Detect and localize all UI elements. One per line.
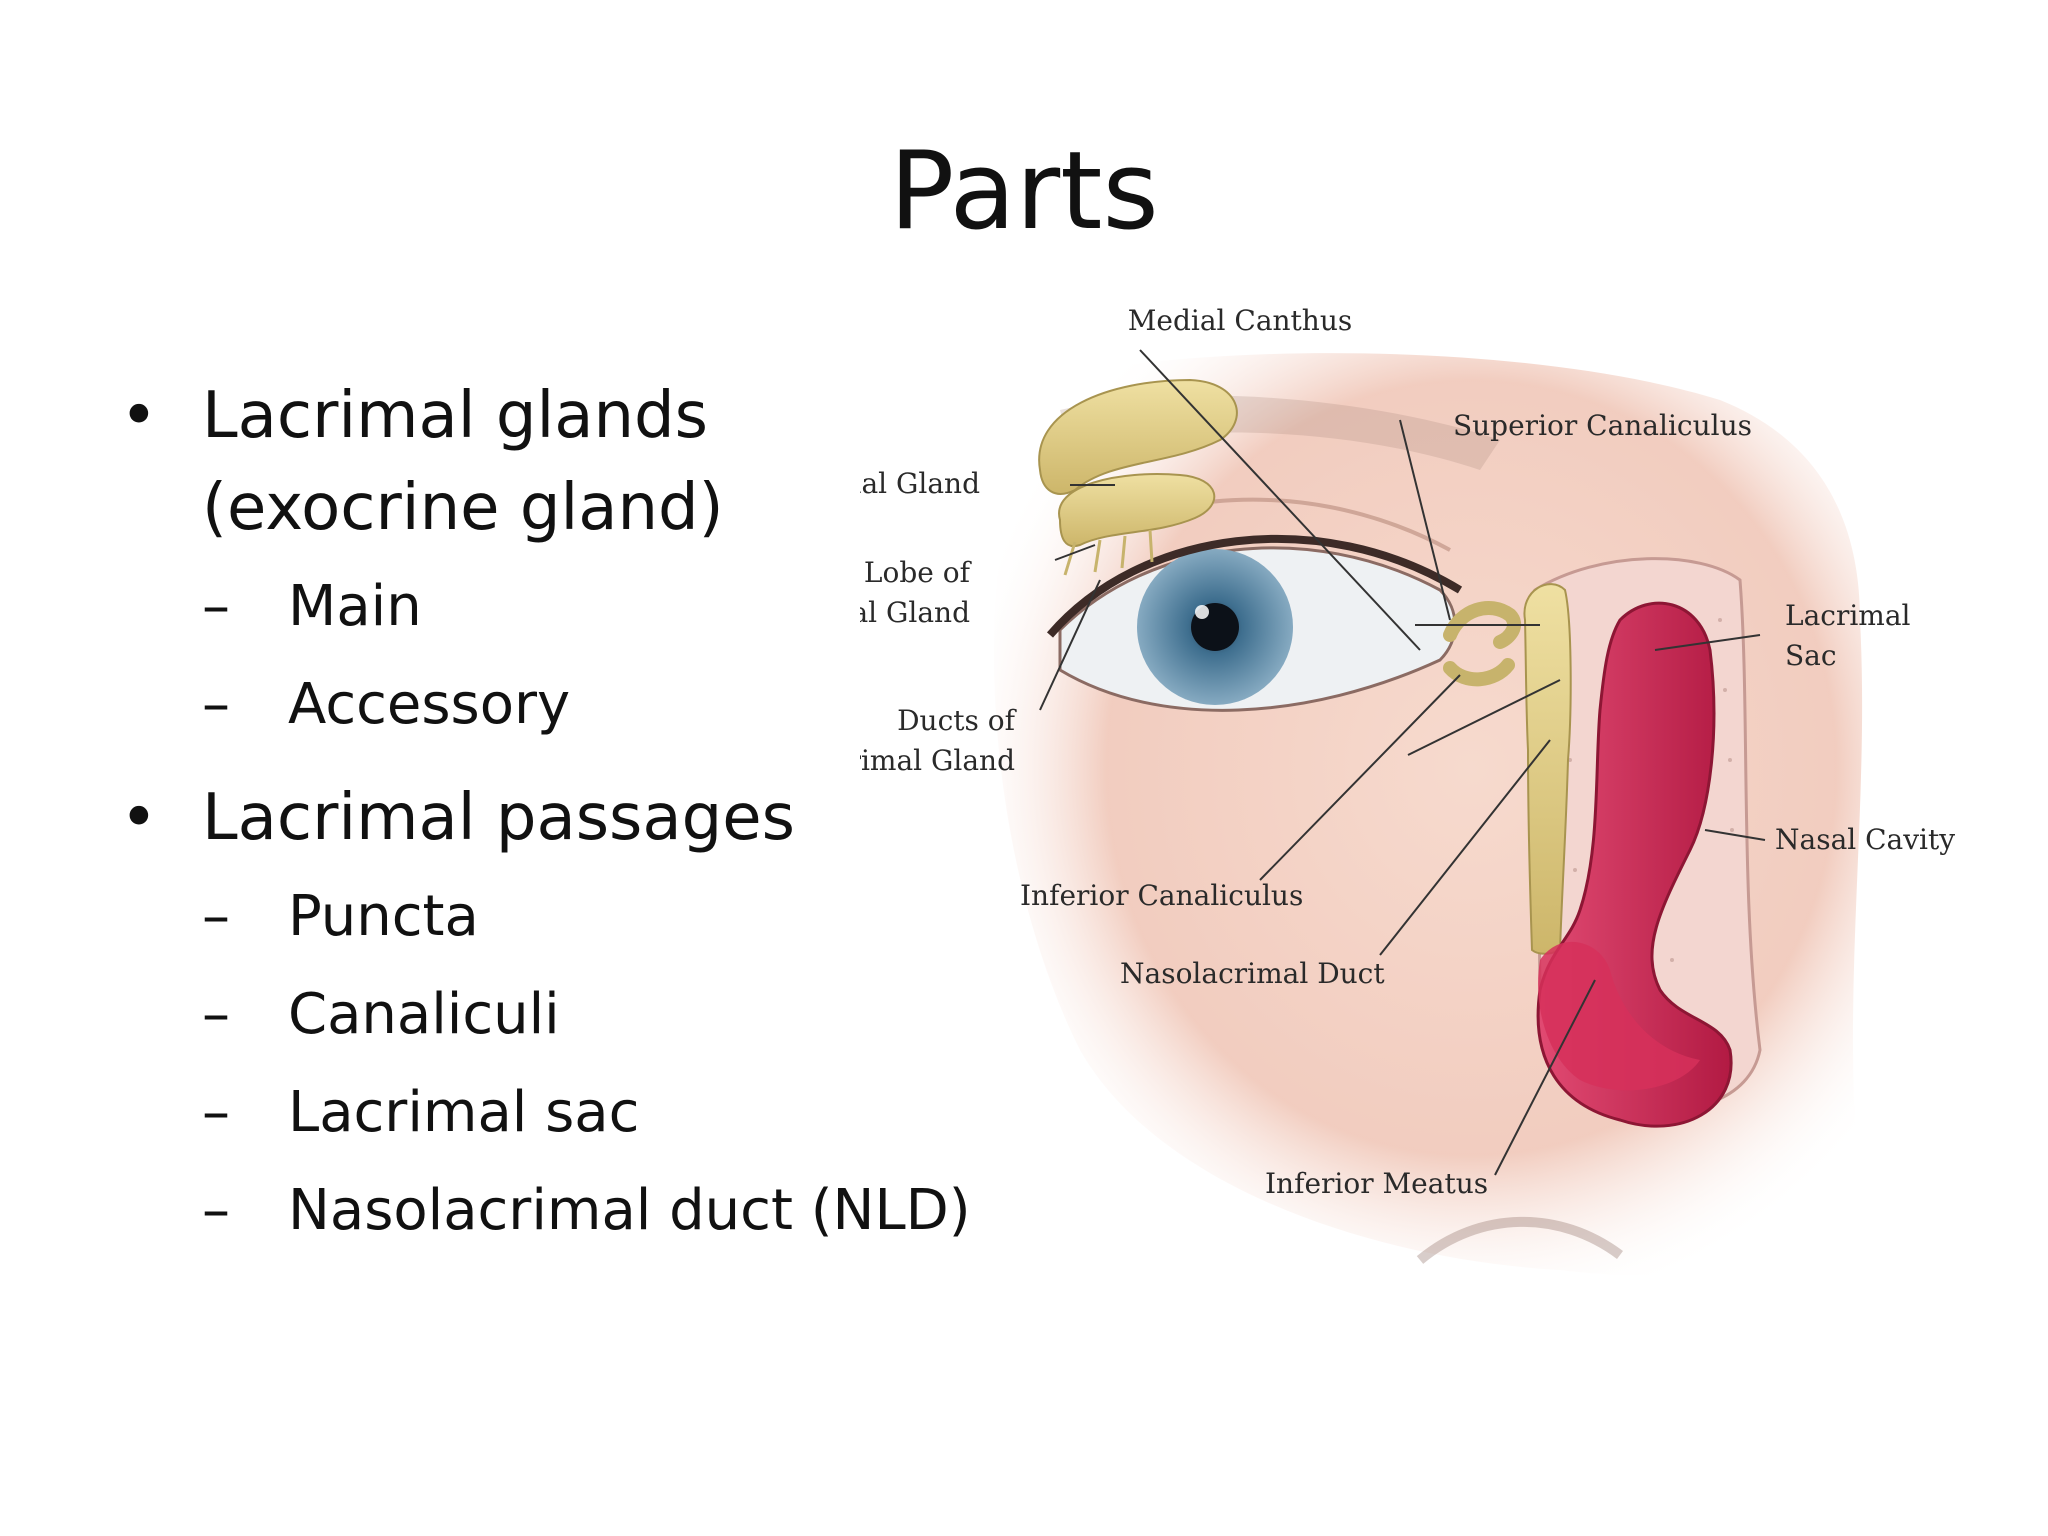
label-lacrimal-sac-line1: Lacrimal (1785, 599, 1911, 632)
bullet-text-continued: (exocrine gland) (202, 471, 724, 545)
sub-item-text: Canaliculi (288, 982, 560, 1047)
slide-title: Parts (889, 129, 1159, 254)
dash-marker: – (202, 574, 230, 639)
dash-marker: – (202, 1080, 230, 1145)
bullet-lacrimal-glands: • Lacrimal glands (exocrine gland) – Mai… (120, 370, 1020, 754)
sub-item-puncta: – Puncta (202, 868, 1020, 966)
sub-item-text: Nasolacrimal duct (NLD) (288, 1178, 971, 1243)
bullet-text: Lacrimal glands (202, 379, 708, 453)
sub-item-nasolacrimal-duct: – Nasolacrimal duct (NLD) (202, 1162, 1020, 1260)
sub-item-canaliculi: – Canaliculi (202, 966, 1020, 1064)
label-ducts-line1: Ducts of (897, 704, 1018, 737)
nostril-shadow (1416, 1216, 1623, 1264)
sub-item-text: Accessory (288, 672, 571, 737)
bullet-list: • Lacrimal glands (exocrine gland) – Mai… (120, 370, 1020, 1278)
sub-item-lacrimal-sac: – Lacrimal sac (202, 1064, 1020, 1162)
label-ducts-line2: Lacrimal Gland (860, 744, 1015, 777)
bullet-text: Lacrimal passages (202, 781, 795, 855)
label-medial-canthus: Medial Canthus (1128, 304, 1353, 337)
sub-item-text: Lacrimal sac (288, 1080, 640, 1145)
bullet-marker: • (120, 781, 158, 855)
label-palpebral-lobe-line2: Lacrimal Gland (860, 596, 970, 629)
lacrimal-gland-palpebral-lobe (1058, 473, 1216, 548)
label-inferior-meatus: Inferior Meatus (1265, 1167, 1488, 1200)
sub-item-text: Main (288, 574, 422, 639)
label-lacrimal-gland: Lacrimal Gland (860, 467, 980, 500)
inferior-canaliculus (1443, 658, 1515, 687)
dash-marker: – (202, 884, 230, 949)
label-nasolacrimal-duct: Nasolacrimal Duct (1120, 957, 1385, 990)
dash-marker: – (202, 1178, 230, 1243)
label-nasal-cavity: Nasal Cavity (1775, 823, 1955, 856)
sub-item-main: – Main (202, 558, 1020, 656)
sub-list: – Puncta – Canaliculi – Lacrimal sac – N… (202, 868, 1020, 1260)
bullet-lacrimal-passages: • Lacrimal passages – Puncta – Canalicul… (120, 772, 1020, 1260)
sub-list: – Main – Accessory (202, 558, 1020, 754)
sub-item-text: Puncta (288, 884, 479, 949)
label-inferior-canaliculus: Inferior Canaliculus (1020, 879, 1303, 912)
bullet-marker: • (120, 379, 158, 453)
sub-item-accessory: – Accessory (202, 656, 1020, 754)
lacrimal-anatomy-diagram: Medial Canthus Superior Canaliculus Lacr… (720, 290, 2040, 1350)
label-superior-canaliculus: Superior Canaliculus (1453, 409, 1752, 442)
superior-canaliculus (1443, 600, 1522, 649)
leader-lines (1039, 349, 1766, 1176)
gland-ducts (1063, 529, 1154, 576)
anatomy-illustration: Medial Canthus Superior Canaliculus Lacr… (720, 304, 1955, 1276)
label-palpebral-lobe-line1: Palpebral Lobe of (860, 556, 973, 589)
inferior-meatus-region (1538, 941, 1700, 1091)
dash-marker: – (202, 672, 230, 737)
label-lacrimal-sac-line2: Sac (1785, 639, 1837, 672)
pupil-highlight (1195, 605, 1209, 619)
dash-marker: – (202, 982, 230, 1047)
